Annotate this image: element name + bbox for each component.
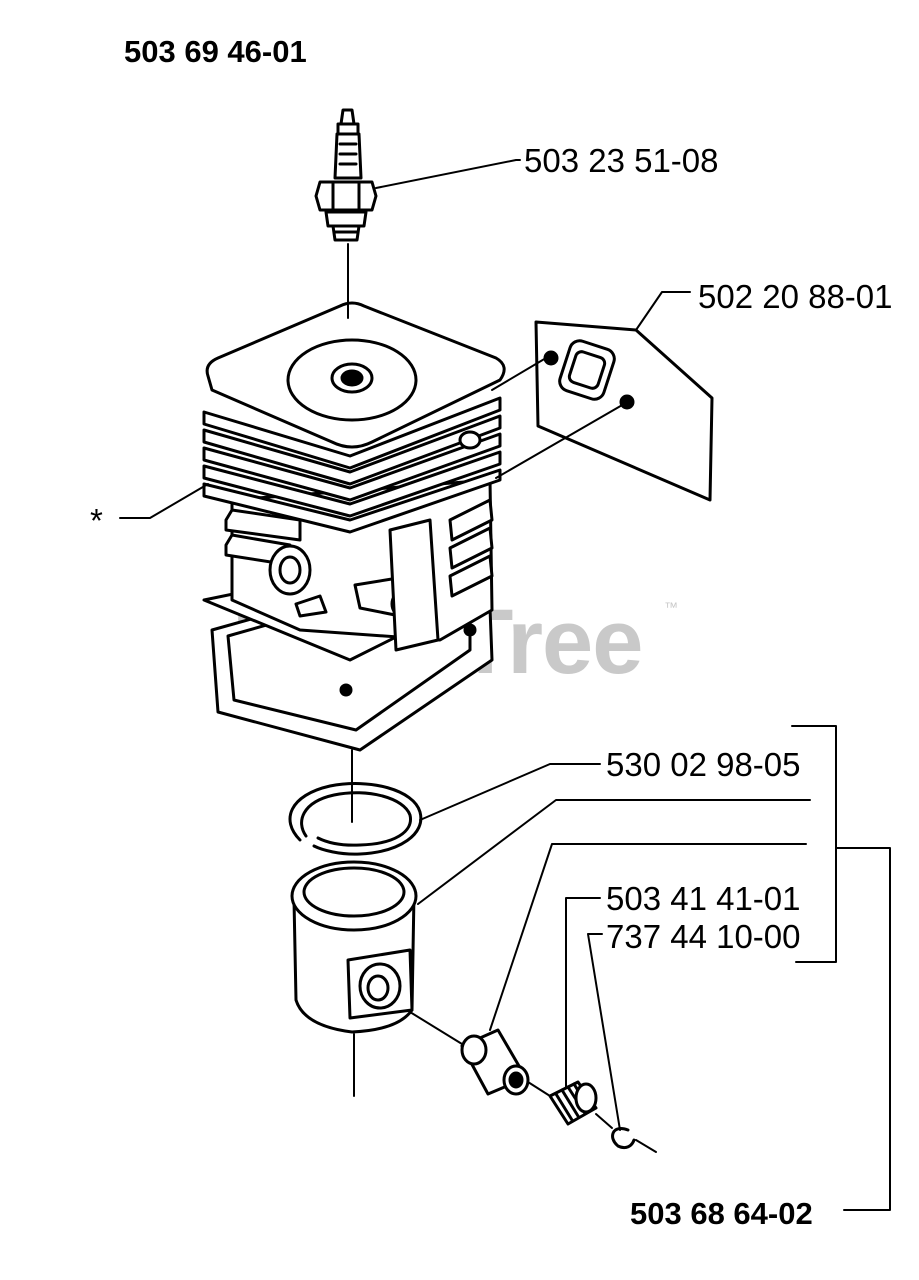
piston-ring-drawing (288, 782, 423, 856)
leader-lines (119, 159, 891, 1211)
piston-kit-part-number: 503 68 64-02 (630, 1196, 813, 1231)
circlip-drawing (611, 1127, 636, 1150)
wrist-pin-drawing (460, 1028, 530, 1096)
needle-bearing-drawing (548, 1080, 598, 1126)
spark-plug-part-number: 503 23 51-08 (524, 142, 719, 179)
cylinder-drawing (202, 301, 506, 752)
bearing-part-number-1: 503 41 41-01 (606, 880, 801, 917)
trademark-symbol: ™ (664, 599, 678, 615)
assembly-number: 503 69 46-01 (124, 34, 307, 69)
spark-plug-drawing (314, 108, 378, 242)
exhaust-gasket-drawing (534, 320, 714, 502)
bearing-part-number-2: 737 44 10-00 (606, 918, 801, 955)
gasket-part-number: 502 20 88-01 (698, 278, 893, 315)
piston-ring-part-number: 530 02 98-05 (606, 746, 801, 783)
cylinder-marker: * (90, 502, 103, 539)
piston-drawing (290, 860, 418, 1034)
